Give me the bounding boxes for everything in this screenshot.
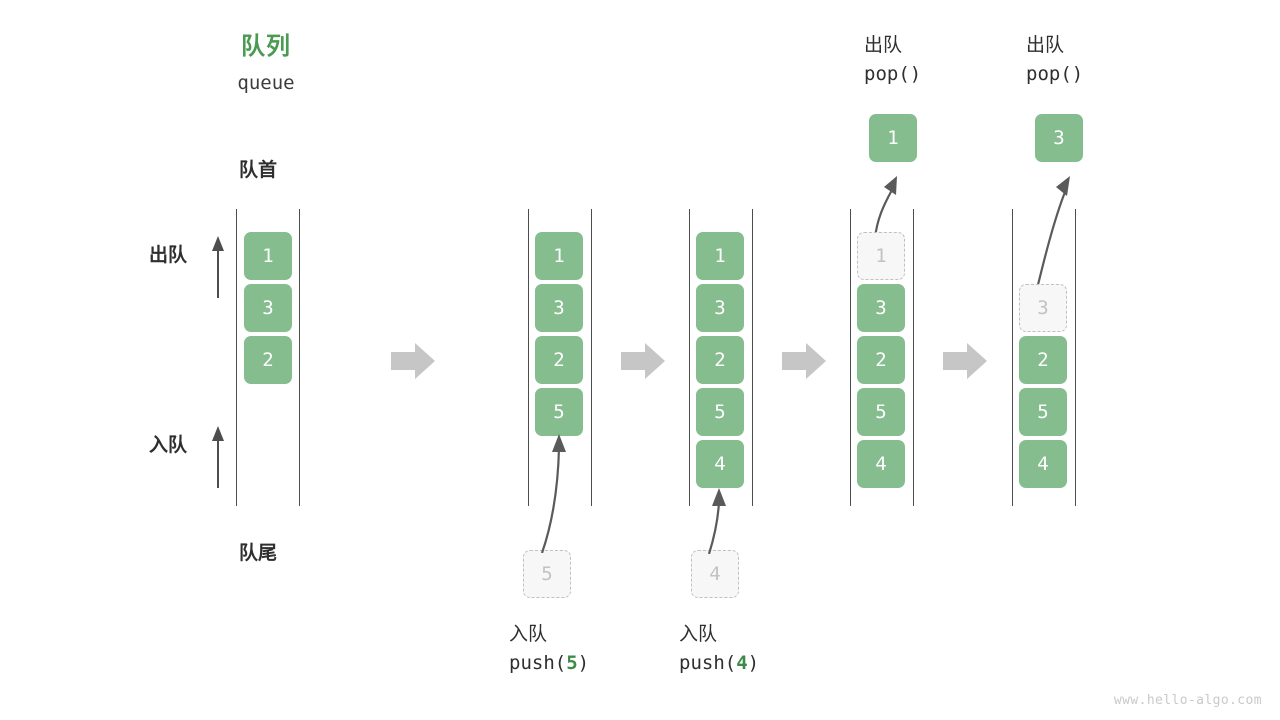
queue-cell: 2: [696, 336, 744, 384]
queue-rail-left-p4: [850, 209, 852, 506]
queue-cell: 3: [244, 284, 292, 332]
push-motion-arrow-icon: [520, 428, 580, 553]
enqueue-direction-arrow-icon: [210, 426, 226, 488]
queue-rail-right-p3: [752, 209, 754, 506]
enqueue-side-label: 入队: [149, 434, 188, 456]
queue-cell-new: 4: [696, 440, 744, 488]
diagram-title-cn: 队列: [241, 32, 291, 60]
push-5-code-arg: 5: [566, 652, 578, 675]
push-5-code-prefix: push(: [509, 652, 567, 675]
queue-cell: 1: [696, 232, 744, 280]
push-4-caption-cn: 入队: [679, 623, 718, 645]
queue-cell: 3: [535, 284, 583, 332]
queue-cell: 2: [1019, 336, 1067, 384]
pop-3-caption-cn: 出队: [1026, 34, 1065, 56]
queue-cell-incoming-ghost: 5: [523, 550, 571, 598]
queue-cell: 5: [1019, 388, 1067, 436]
push-4-caption-code: push(4): [679, 649, 759, 678]
watermark: www.hello-algo.com: [1113, 693, 1262, 708]
push-4-caption: 入队 push(4): [679, 620, 759, 679]
queue-rail-right-p5: [1075, 209, 1077, 506]
push-5-code-suffix: ): [577, 652, 590, 675]
queue-rail-right-p1: [299, 209, 301, 506]
queue-cell: 4: [1019, 440, 1067, 488]
popped-cell: 3: [1035, 114, 1083, 162]
queue-cell: 4: [857, 440, 905, 488]
pop-3-caption: 出队 pop(): [1026, 31, 1083, 90]
queue-rail-right-p4: [913, 209, 915, 506]
queue-cell: 1: [535, 232, 583, 280]
push-5-caption-code: push(5): [509, 649, 589, 678]
queue-cell-removed-ghost: 3: [1019, 284, 1067, 332]
queue-cell-new: 5: [535, 388, 583, 436]
pop-motion-arrow-icon: [1010, 168, 1085, 293]
push-4-code-suffix: ): [747, 652, 760, 675]
queue-cell: 3: [857, 284, 905, 332]
queue-rail-left-p3: [689, 209, 691, 506]
push-4-code-prefix: push(: [679, 652, 737, 675]
queue-cell: 2: [857, 336, 905, 384]
queue-cell: 5: [696, 388, 744, 436]
rear-label: 队尾: [239, 542, 278, 564]
queue-cell-removed-ghost: 1: [857, 232, 905, 280]
queue-rail-left-p5: [1012, 209, 1014, 506]
step-arrow-icon: [782, 341, 826, 381]
queue-cell: 1: [244, 232, 292, 280]
dequeue-direction-arrow-icon: [210, 236, 226, 298]
push-4-code-arg: 4: [736, 652, 748, 675]
queue-cell-incoming-ghost: 4: [691, 550, 739, 598]
front-label: 队首: [239, 159, 278, 181]
queue-cell: 2: [244, 336, 292, 384]
queue-rail-right-p2: [591, 209, 593, 506]
queue-rail-left-p2: [528, 209, 530, 506]
step-arrow-icon: [943, 341, 987, 381]
push-5-caption-cn: 入队: [509, 623, 548, 645]
queue-cell: 2: [535, 336, 583, 384]
pop-1-caption-cn: 出队: [864, 34, 903, 56]
step-arrow-icon: [391, 341, 435, 381]
popped-cell: 1: [869, 114, 917, 162]
pop-motion-arrow-icon: [855, 168, 915, 238]
queue-cell: 3: [696, 284, 744, 332]
queue-rail-left-p1: [236, 209, 238, 506]
push-motion-arrow-icon: [688, 482, 748, 554]
dequeue-side-label: 出队: [149, 244, 188, 266]
pop-1-caption: 出队 pop(): [864, 31, 921, 90]
pop-1-caption-code: pop(): [864, 63, 922, 86]
diagram-title-en: queue: [237, 72, 295, 94]
push-5-caption: 入队 push(5): [509, 620, 589, 679]
step-arrow-icon: [621, 341, 665, 381]
pop-3-caption-code: pop(): [1026, 63, 1084, 86]
queue-cell: 5: [857, 388, 905, 436]
